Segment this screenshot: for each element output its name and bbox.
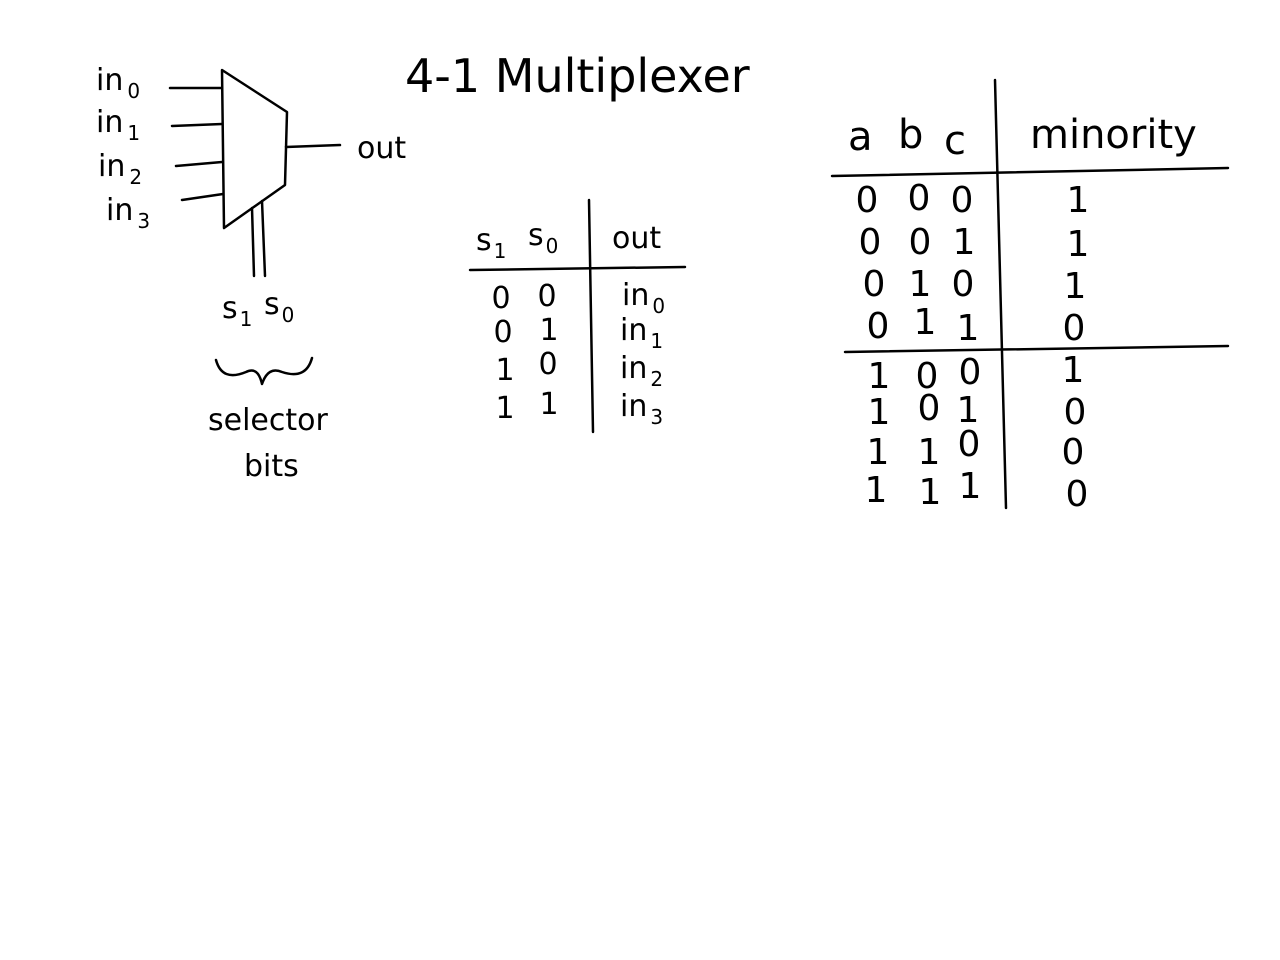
minority-table-cell: 1 bbox=[865, 470, 888, 511]
minority-table-cell: 1 bbox=[957, 308, 980, 349]
minority-table-cell: 1 bbox=[1067, 224, 1090, 265]
brace-label-line2: bits bbox=[244, 449, 299, 484]
minority-table-cell: 0 bbox=[1066, 474, 1089, 515]
selector-wire-0 bbox=[260, 199, 267, 278]
output-wire bbox=[284, 143, 342, 149]
minority-table-cell: 1 bbox=[914, 302, 937, 343]
minority-table-cell: 1 bbox=[1064, 266, 1087, 307]
mux-table-cell: 1 bbox=[539, 387, 558, 422]
selector-wire-1 bbox=[250, 206, 256, 278]
minority-table-cell: 1 bbox=[918, 432, 941, 473]
minority-table-cell: 0 bbox=[856, 180, 879, 221]
input-wire-1 bbox=[170, 122, 224, 128]
minority-table-header-line bbox=[830, 166, 1230, 178]
input-wire-3 bbox=[180, 192, 225, 202]
mux-table-cell: 0 bbox=[537, 279, 556, 314]
minority-table-cell: 1 bbox=[1062, 350, 1085, 391]
diagram-title: 4-1 Multiplexer bbox=[405, 49, 750, 103]
mux-trapezoid bbox=[220, 68, 289, 230]
minority-table-cell: 1 bbox=[1067, 180, 1090, 221]
minority-table-cell: 0 bbox=[909, 222, 932, 263]
minority-header-output: minority bbox=[1030, 112, 1197, 158]
selector-brace bbox=[214, 356, 314, 386]
minority-table-cell: 0 bbox=[958, 424, 981, 465]
minority-header-b: b bbox=[898, 112, 923, 158]
minority-table-cell: 1 bbox=[868, 356, 891, 397]
minority-table-cell: 1 bbox=[959, 466, 982, 507]
minority-table-cell: 0 bbox=[908, 178, 931, 219]
minority-table-cell: 0 bbox=[918, 388, 941, 429]
mux-table-cell: 0 bbox=[491, 281, 510, 316]
minority-header-a: a bbox=[848, 114, 873, 160]
minority-header-c: c bbox=[944, 118, 966, 164]
mux-table-vertical-line bbox=[587, 198, 595, 434]
minority-table-cell: 0 bbox=[859, 222, 882, 263]
mux-table-cell: 1 bbox=[495, 353, 514, 388]
minority-table-cell: 1 bbox=[957, 390, 980, 431]
minority-table-cell: 0 bbox=[1064, 392, 1087, 433]
mux-output-label: out bbox=[357, 131, 406, 166]
minority-table-cell: 1 bbox=[953, 222, 976, 263]
mux-table-cell: 1 bbox=[539, 313, 558, 348]
minority-table-cell: 1 bbox=[868, 392, 891, 433]
mux-table-cell: 0 bbox=[538, 347, 557, 382]
minority-table-cell: 1 bbox=[919, 472, 942, 513]
minority-table-cell: 0 bbox=[863, 264, 886, 305]
minority-truth-table: a b c minority 0 0 0 1 0 0 1 1 0 1 0 1 0… bbox=[830, 78, 1230, 515]
minority-table-vertical-line bbox=[993, 78, 1008, 510]
minority-table-cell: 1 bbox=[867, 432, 890, 473]
minority-table-cell: 1 bbox=[909, 264, 932, 305]
minority-table-cell: 0 bbox=[916, 356, 939, 397]
minority-table-midline bbox=[843, 344, 1230, 354]
minority-table-cell: 0 bbox=[1063, 308, 1086, 349]
minority-table-cell: 0 bbox=[959, 352, 982, 393]
mux-table-horizontal-line bbox=[468, 265, 687, 272]
brace-label-line1: selector bbox=[208, 403, 328, 438]
input-wire-2 bbox=[174, 160, 224, 168]
minority-table-cell: 0 bbox=[867, 306, 890, 347]
mux-table-header-out: out bbox=[612, 221, 661, 256]
minority-table-cell: 0 bbox=[1062, 432, 1085, 473]
mux-table-cell: 0 bbox=[493, 315, 512, 350]
minority-table-cell: 0 bbox=[952, 264, 975, 305]
minority-table-cell: 0 bbox=[951, 180, 974, 221]
multiplexer-symbol bbox=[168, 68, 342, 278]
mux-table-cell: 1 bbox=[495, 391, 514, 426]
